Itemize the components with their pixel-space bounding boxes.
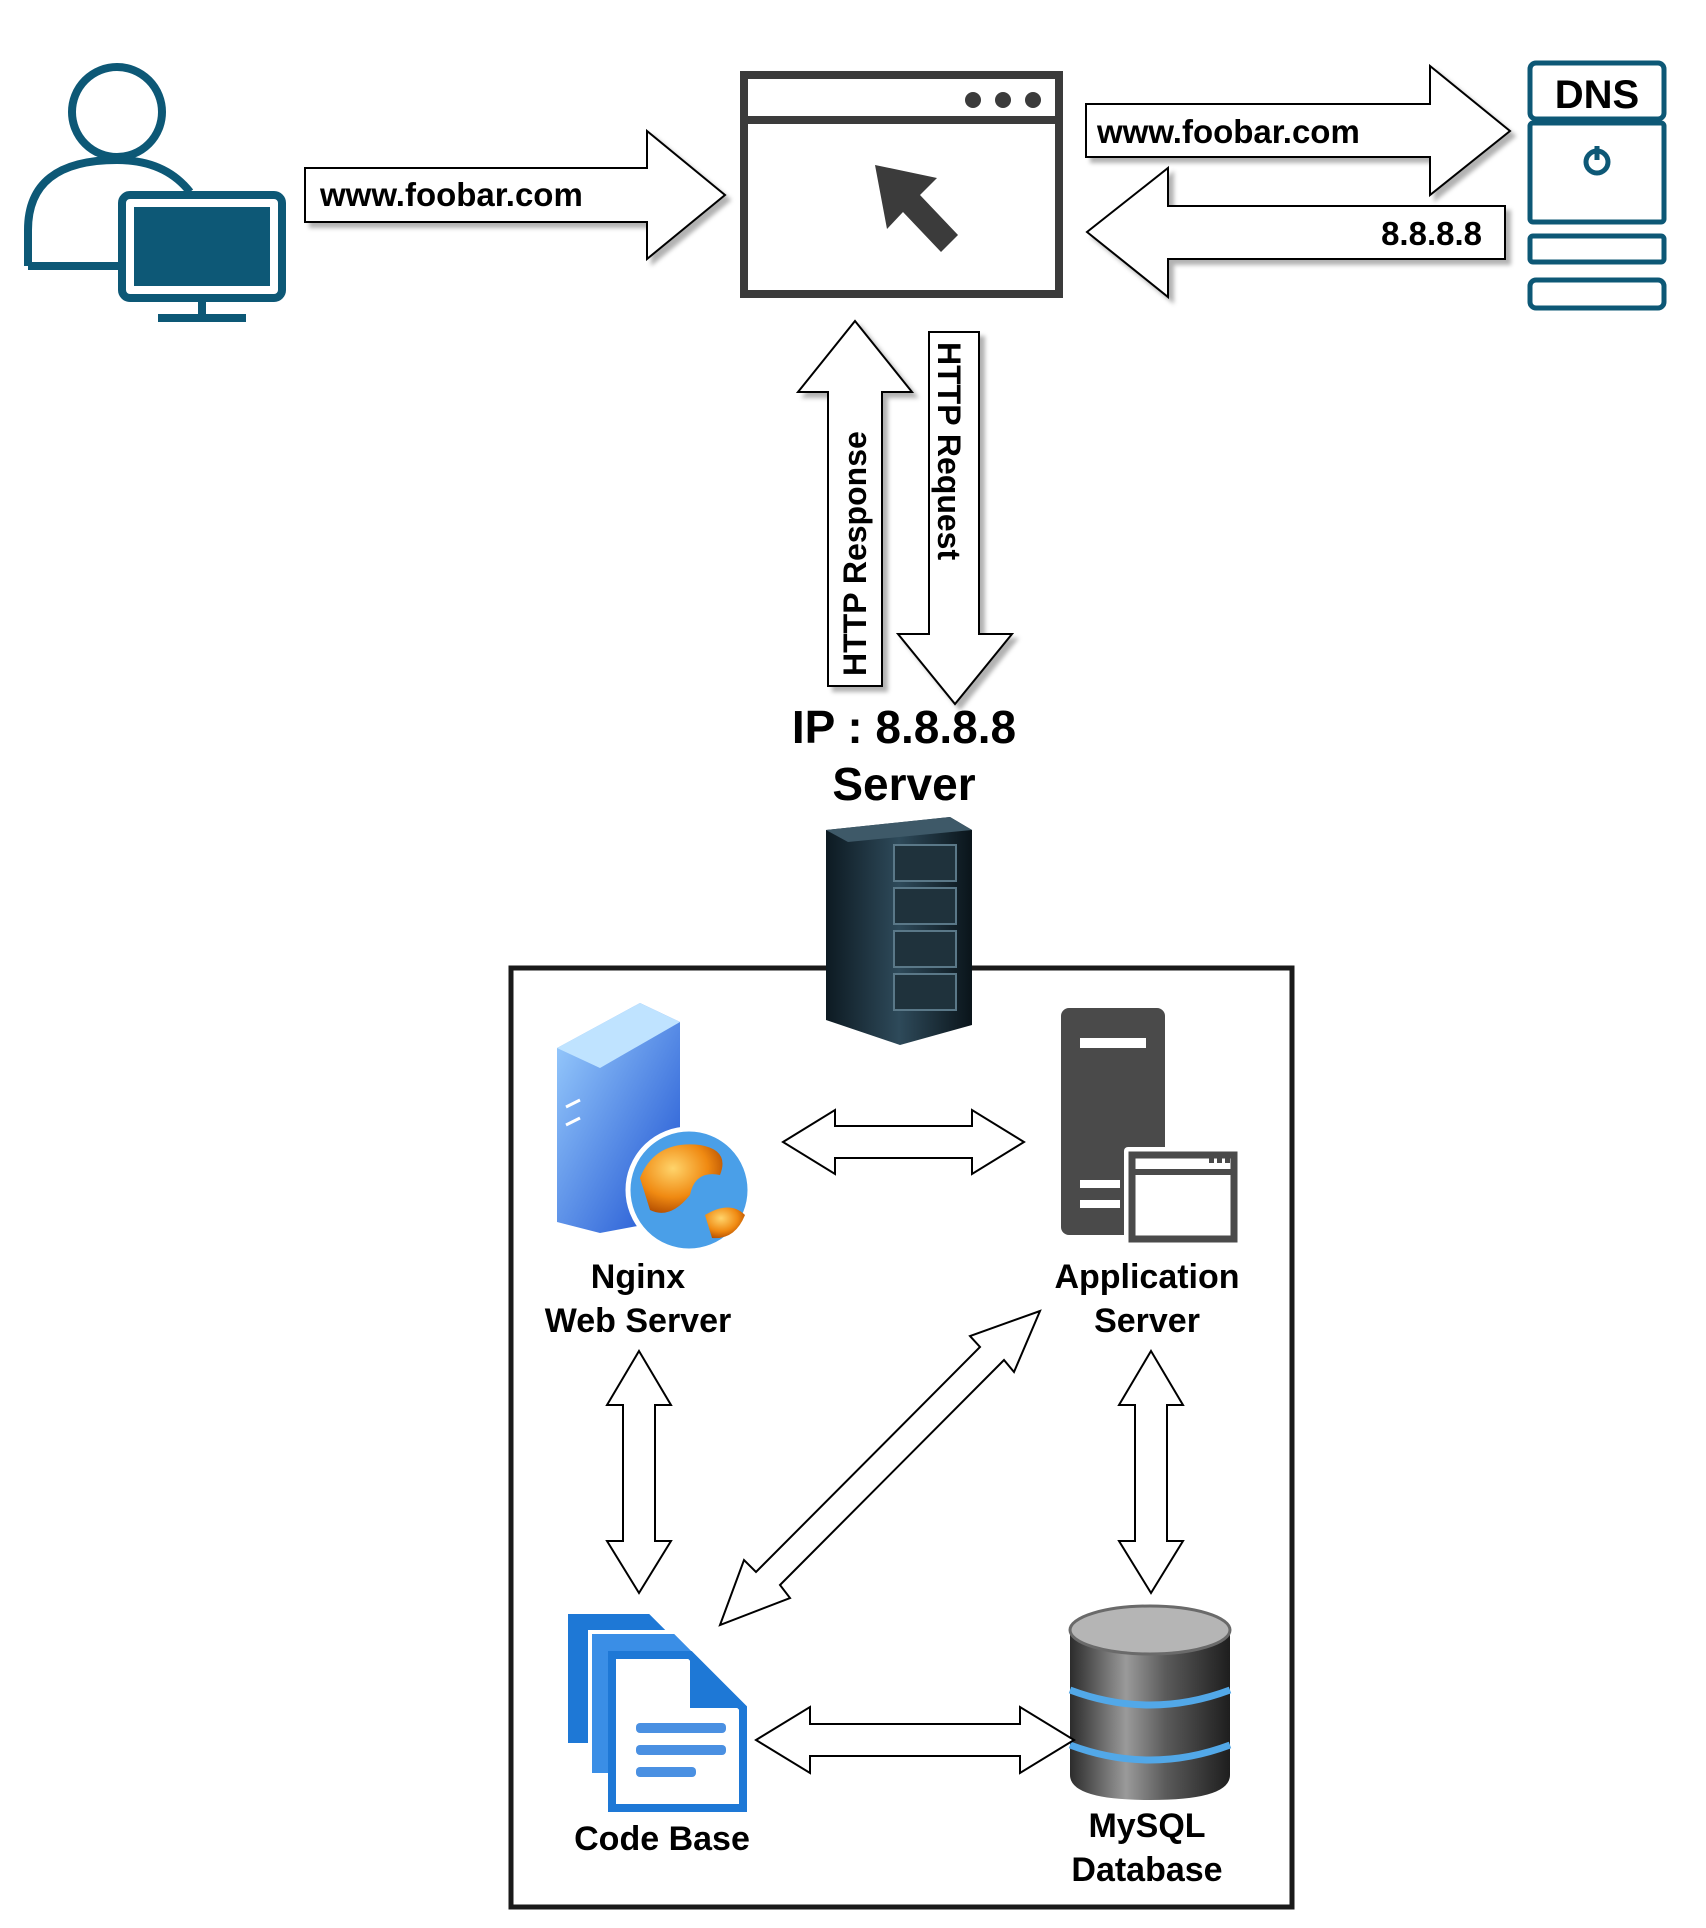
dns-label: DNS xyxy=(1555,73,1639,117)
mysql-database-icon xyxy=(1068,1604,1232,1800)
http-request-arrow: HTTP Request xyxy=(895,331,1015,706)
nginx-server-icon xyxy=(557,1003,753,1254)
app-code-diagonal-arrow xyxy=(718,1309,1042,1627)
server-ip-label: IP : 8.8.8.8 xyxy=(792,701,1016,753)
dns-to-browser-arrow: 8.8.8.8 xyxy=(1085,165,1506,300)
server-rack-icon xyxy=(826,817,972,1045)
code-base-label: Code Base xyxy=(574,1820,750,1858)
code-base-icon xyxy=(564,1610,747,1812)
mysql-label-line2: Database xyxy=(1071,1851,1222,1889)
app-mysql-arrow xyxy=(1117,1349,1185,1595)
code-mysql-arrow xyxy=(754,1705,1076,1775)
dns-server-icon: DNS xyxy=(1527,60,1667,311)
nginx-code-arrow xyxy=(605,1349,673,1595)
dns-to-browser-label: 8.8.8.8 xyxy=(1381,215,1482,252)
http-response-label: HTTP Response xyxy=(837,431,873,676)
app-server-label-line2: Server xyxy=(1094,1302,1200,1340)
user-computer-icon xyxy=(24,63,286,322)
user-to-browser-arrow: www.foobar.com xyxy=(304,128,727,262)
user-to-browser-label: www.foobar.com xyxy=(319,176,583,213)
browser-to-dns-label: www.foobar.com xyxy=(1096,113,1360,150)
nginx-app-arrow xyxy=(781,1108,1026,1176)
browser-window-icon xyxy=(740,71,1063,298)
http-request-label: HTTP Request xyxy=(931,342,967,560)
nginx-label-line1: Nginx xyxy=(591,1258,686,1296)
server-label: Server xyxy=(832,758,975,810)
application-server-icon xyxy=(1061,1008,1242,1247)
browser-to-dns-arrow: www.foobar.com xyxy=(1085,63,1512,198)
http-response-arrow: HTTP Response xyxy=(795,319,915,687)
app-server-label-line1: Application xyxy=(1054,1258,1239,1296)
mysql-label-line1: MySQL xyxy=(1088,1807,1205,1845)
cursor-icon xyxy=(875,165,958,252)
nginx-label-line2: Web Server xyxy=(545,1302,731,1340)
